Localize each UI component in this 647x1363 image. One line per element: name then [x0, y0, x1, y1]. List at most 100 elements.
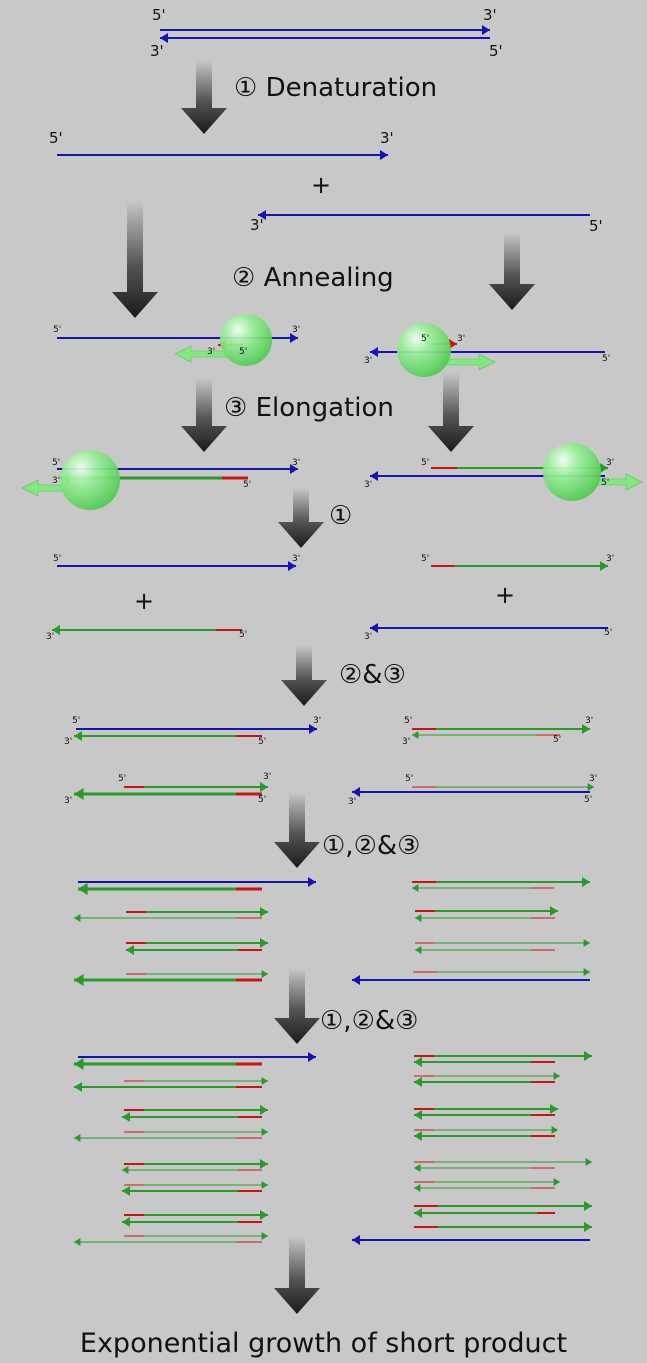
five-prime-label: 5'	[258, 737, 267, 747]
three-prime-label: 3'	[483, 6, 497, 24]
five-prime-label: 5'	[239, 630, 248, 640]
three-prime-label: 3'	[606, 458, 615, 468]
new-strand-head	[587, 783, 594, 791]
new-strand-head	[412, 884, 419, 892]
caption: Exponential growth of short product	[79, 1328, 568, 1359]
five-prime-label: 5'	[118, 774, 127, 784]
new-strand-head	[74, 1134, 81, 1142]
step-annealing: ② Annealing	[232, 263, 394, 293]
five-prime-label: 5'	[53, 325, 62, 335]
template-strand-head	[308, 1052, 316, 1062]
template-strand-head	[258, 210, 266, 220]
three-prime-label: 3'	[292, 325, 301, 335]
new-strand-head	[260, 1210, 268, 1220]
new-strand-head	[260, 907, 268, 917]
new-strand-head	[122, 1166, 129, 1174]
step-arrow	[112, 200, 158, 318]
three-prime-label: 3'	[250, 216, 264, 234]
primer-head	[449, 339, 457, 349]
new-strand-head	[52, 625, 60, 635]
three-prime-label: 3'	[457, 334, 466, 344]
new-strand-head	[584, 1222, 592, 1232]
five-prime-label: 5'	[49, 129, 63, 147]
template-strand-head	[380, 150, 388, 160]
new-strand-head	[583, 968, 590, 976]
three-prime-label: 3'	[292, 554, 301, 564]
five-prime-label: 5'	[152, 6, 166, 24]
new-strand-head	[260, 938, 268, 948]
new-strand-head	[600, 561, 608, 571]
five-prime-label: 5'	[72, 716, 81, 726]
three-prime-label: 3'	[606, 554, 615, 564]
three-prime-label: 3'	[52, 476, 61, 486]
three-prime-label: 3'	[292, 458, 301, 468]
step-cycle-1: ①	[329, 501, 353, 531]
polymerase-sphere	[543, 443, 601, 501]
five-prime-label: 5'	[489, 42, 503, 60]
step-arrow	[274, 792, 320, 868]
five-prime-label: 5'	[421, 554, 430, 564]
new-strand-head	[261, 1181, 268, 1189]
step-arrow	[281, 645, 327, 706]
new-strand-head	[74, 788, 84, 800]
three-prime-label: 3'	[46, 632, 55, 642]
new-strand-head	[584, 1201, 592, 1211]
five-prime-label: 5'	[604, 628, 613, 638]
new-strand-head	[583, 939, 590, 947]
five-prime-label: 5'	[589, 217, 603, 235]
polymerase-sphere	[60, 450, 120, 510]
new-strand-head	[260, 1105, 268, 1115]
five-prime-label: 5'	[602, 354, 611, 364]
three-prime-label: 3'	[402, 737, 411, 747]
new-strand-head	[412, 731, 419, 739]
five-prime-label: 5'	[405, 774, 414, 784]
five-prime-label: 5'	[584, 795, 593, 805]
polymerase-sphere	[220, 314, 272, 366]
new-strand-head	[74, 974, 84, 986]
new-strand-head	[261, 1232, 268, 1240]
template-strand-head	[352, 975, 360, 985]
five-prime-label: 5'	[52, 458, 61, 468]
three-prime-label: 3'	[150, 42, 164, 60]
step-denaturation: ① Denaturation	[234, 73, 438, 103]
new-strand-head	[414, 1077, 422, 1087]
new-strand-head	[414, 1164, 421, 1172]
template-strand-head	[352, 1235, 360, 1245]
new-strand-head	[74, 914, 81, 922]
new-strand-head	[415, 946, 422, 954]
plus-sign: +	[495, 581, 516, 609]
new-strand-head	[415, 914, 422, 922]
new-strand-head	[550, 1104, 558, 1114]
three-prime-label: 3'	[348, 797, 357, 807]
three-prime-label: 3'	[364, 356, 373, 366]
template-strand-head	[288, 561, 296, 571]
new-strand-head	[414, 1131, 422, 1141]
new-strand-head	[260, 782, 268, 792]
new-strand-head	[553, 1072, 560, 1080]
three-prime-label: 3'	[64, 796, 73, 806]
template-strand-head	[352, 787, 360, 797]
template-strand-head	[370, 623, 378, 633]
new-strand-head	[261, 970, 268, 978]
three-prime-label: 3'	[364, 632, 373, 642]
template-strand-head	[290, 464, 298, 474]
new-strand-head	[261, 1077, 268, 1085]
step-arrow	[274, 1236, 320, 1314]
template-strand-head	[308, 877, 316, 887]
new-strand-head	[260, 1159, 268, 1169]
new-strand-head	[585, 1158, 592, 1166]
five-prime-label: 5'	[601, 478, 610, 488]
step-arrow	[274, 968, 320, 1044]
three-prime-label: 3'	[64, 737, 73, 747]
three-prime-label: 3'	[364, 480, 373, 490]
new-strand-head	[551, 1126, 558, 1134]
five-prime-label: 5'	[239, 347, 248, 357]
new-strand-head	[550, 906, 558, 916]
five-prime-label: 5'	[258, 795, 267, 805]
five-prime-label: 5'	[243, 480, 252, 490]
five-prime-label: 5'	[553, 735, 562, 745]
step-arrow	[428, 372, 474, 452]
three-prime-label: 3'	[589, 774, 598, 784]
five-prime-label: 5'	[404, 716, 413, 726]
step-arrow	[278, 488, 324, 548]
